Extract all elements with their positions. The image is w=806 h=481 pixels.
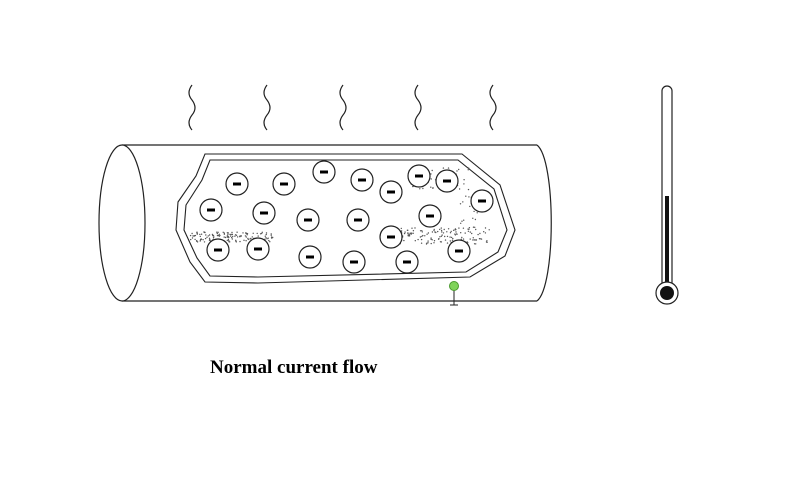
- heat-wave-icon: [263, 84, 271, 131]
- electron-icon: [395, 250, 419, 274]
- electron-icon: [418, 204, 442, 228]
- electron-icon: [298, 245, 322, 269]
- electron-icon: [407, 164, 431, 188]
- heat-wave-icon: [188, 84, 196, 131]
- cutaway-outer: [175, 153, 516, 284]
- heat-wave-icon: [414, 84, 422, 131]
- wire-end-face: [98, 144, 146, 302]
- lattice-dots: [189, 167, 490, 245]
- electron-icon: [470, 189, 494, 213]
- probe-icon: [449, 281, 459, 306]
- thermometer-mercury: [665, 196, 669, 292]
- heat-waves: [188, 84, 497, 131]
- electron-icon: [312, 160, 336, 184]
- electron-icon: [206, 238, 230, 262]
- thermometer-icon: [655, 85, 679, 305]
- wire-cylinder: [98, 144, 552, 302]
- thermometer-bulb-fill: [660, 286, 674, 300]
- electron-icon: [272, 172, 296, 196]
- cutaway-window: [175, 153, 516, 284]
- heat-wave-icon: [489, 84, 497, 131]
- heat-wave-icon: [339, 84, 347, 131]
- electron-icon: [342, 250, 366, 274]
- electron-icon: [246, 237, 270, 261]
- electron-icon: [379, 180, 403, 204]
- electron-icon: [346, 208, 370, 232]
- electron-icon: [447, 239, 471, 263]
- electron-icon: [350, 168, 374, 192]
- electron-icon: [225, 172, 249, 196]
- wire-far-end: [536, 144, 552, 302]
- cutaway-inner: [183, 159, 508, 278]
- electrons: [199, 160, 494, 274]
- electron-icon: [296, 208, 320, 232]
- electron-icon: [199, 198, 223, 222]
- diagram-caption: Normal current flow: [210, 357, 378, 378]
- electron-icon: [379, 225, 403, 249]
- electron-icon: [252, 201, 276, 225]
- electron-icon: [435, 169, 459, 193]
